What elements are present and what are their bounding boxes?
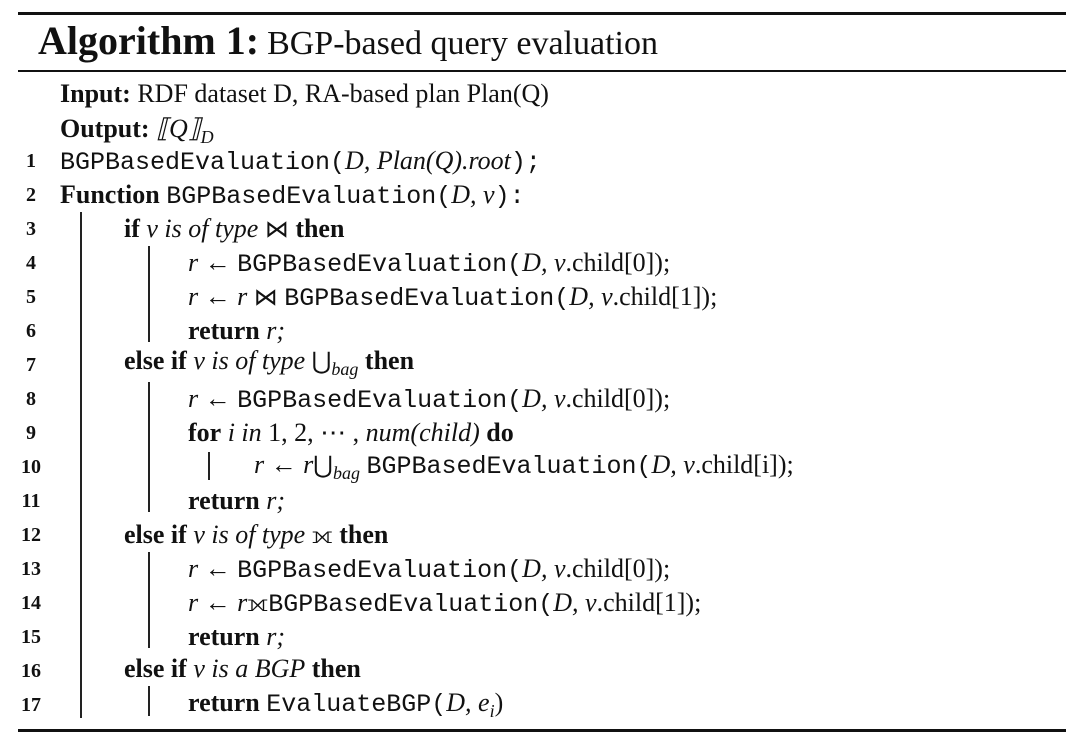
code-line-8: r ← BGPBasedEvaluation(D, v.child[0]);	[188, 384, 671, 415]
line-number: 17	[21, 694, 41, 716]
code-line-1: BGPBasedEvaluation(D, Plan(Q).root);	[60, 146, 541, 177]
code-line-11: return r;	[188, 486, 286, 515]
outer-join-symbol: ⟗	[247, 589, 269, 617]
line-number: 4	[26, 252, 36, 274]
function-body-bar	[80, 212, 82, 718]
for-block-bar	[208, 452, 210, 480]
line-number: 9	[26, 422, 36, 444]
code-line-12: else if v is of type ⟗ then	[124, 520, 389, 549]
line-number: 5	[26, 286, 36, 308]
line-number: 11	[21, 490, 41, 512]
if-block-bar	[148, 246, 150, 342]
elseif-block-bar	[148, 686, 150, 716]
algorithm-label: Algorithm 1:	[38, 18, 260, 63]
code-line-15: return r;	[188, 622, 286, 651]
code-line-14: r ← r⟗BGPBasedEvaluation(D, v.child[1]);	[188, 588, 702, 619]
line-number: 12	[21, 524, 41, 546]
output-subscript: D	[200, 127, 214, 148]
line-number: 6	[26, 320, 36, 342]
line-number: 3	[26, 218, 36, 240]
code-line-5: r ← r ⋈ BGPBasedEvaluation(D, v.child[1]…	[188, 282, 718, 313]
code-line-6: return r;	[188, 316, 286, 345]
line-number: 2	[26, 184, 36, 206]
bottom-rule	[18, 729, 1066, 732]
title-rule	[18, 70, 1066, 72]
join-symbol: ⋈	[264, 215, 289, 243]
join-symbol: ⋈	[253, 283, 278, 311]
code-line-9: for i in 1, 2, ⋯ , num(child) do	[188, 418, 514, 447]
line-number: 13	[21, 558, 41, 580]
algorithm-title: Algorithm 1:BGP-based query evaluation	[38, 16, 658, 66]
code-line-7: else if v is of type ⋃bag then	[124, 346, 415, 380]
elseif-block-bar	[148, 552, 150, 648]
outer-join-symbol: ⟗	[311, 521, 333, 549]
line-number: 10	[21, 456, 41, 478]
output-line: Output: ⟦Q⟧D	[60, 114, 214, 148]
line-number: 1	[26, 150, 36, 172]
bag-union-symbol: ⋃	[311, 347, 332, 375]
input-text: RDF dataset D, RA-based plan Plan(Q)	[137, 79, 549, 108]
line-number: 14	[21, 592, 41, 614]
code-line-3: if v is of type ⋈ then	[124, 214, 345, 243]
code-line-2: Function BGPBasedEvaluation(D, v):	[60, 180, 525, 211]
bag-union-symbol: ⋃	[313, 451, 333, 479]
code-line-10: r ← r⋃bag BGPBasedEvaluation(D, v.child[…	[254, 450, 794, 484]
input-label: Input:	[60, 79, 131, 108]
code-line-13: r ← BGPBasedEvaluation(D, v.child[0]);	[188, 554, 671, 585]
input-line: Input: RDF dataset D, RA-based plan Plan…	[60, 79, 549, 109]
code-line-4: r ← BGPBasedEvaluation(D, v.child[0]);	[188, 248, 671, 279]
code-line-16: else if v is a BGP then	[124, 654, 361, 683]
code-line-17: return EvaluateBGP(D, ei)	[188, 688, 504, 722]
line-number: 15	[21, 626, 41, 648]
output-label: Output:	[60, 114, 150, 143]
line-number: 8	[26, 388, 36, 410]
line-number: 7	[26, 354, 36, 376]
top-rule	[18, 12, 1066, 15]
line-number: 16	[21, 660, 41, 682]
elseif-block-bar	[148, 382, 150, 512]
output-text: ⟦Q⟧	[156, 114, 201, 143]
algorithm-name: BGP-based query evaluation	[267, 25, 658, 62]
